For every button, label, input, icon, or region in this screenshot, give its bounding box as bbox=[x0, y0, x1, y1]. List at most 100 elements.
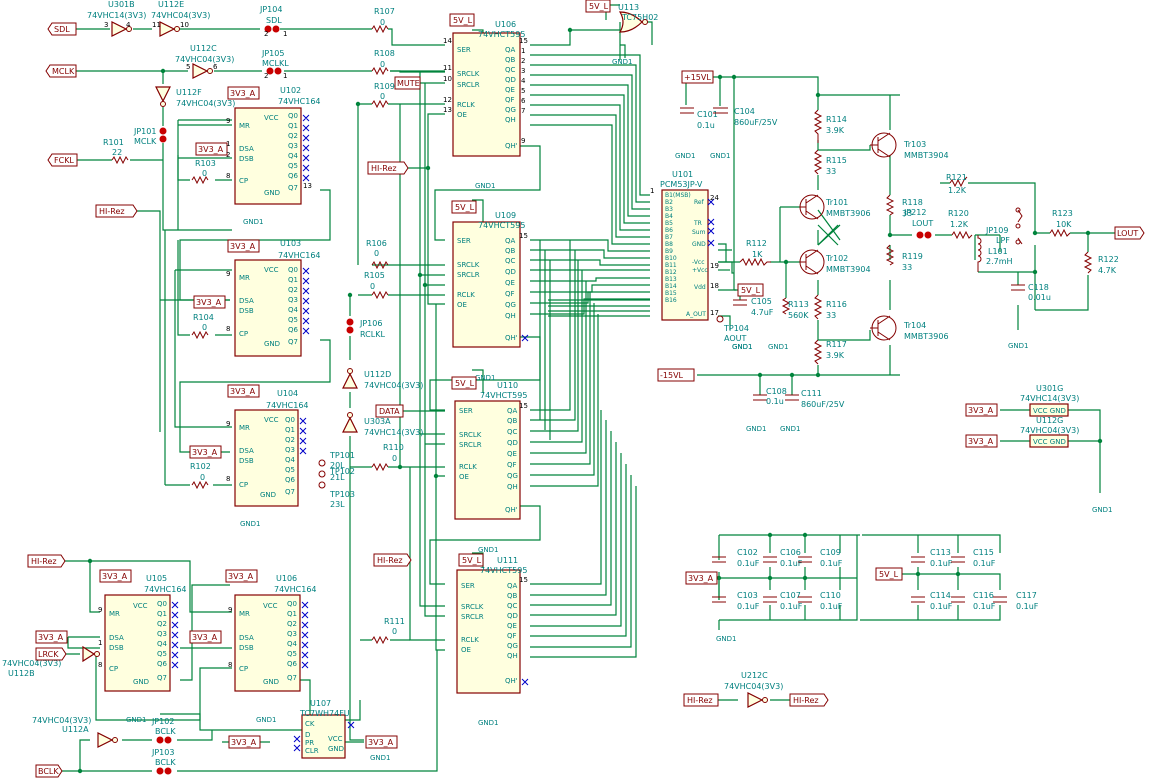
svg-text:Q5: Q5 bbox=[285, 466, 295, 474]
svg-text:VCC: VCC bbox=[264, 266, 279, 274]
svg-text:0.1uF: 0.1uF bbox=[820, 559, 843, 568]
svg-text:3V3_A: 3V3_A bbox=[102, 572, 128, 581]
svg-text:5V_L: 5V_L bbox=[455, 203, 475, 212]
ic-u106: U106 74VHCT595 SER SRCLK SRCLR RCLK OE Q… bbox=[452, 20, 525, 190]
svg-text:0.1uF: 0.1uF bbox=[737, 602, 760, 611]
svg-text:R122: R122 bbox=[1098, 255, 1119, 264]
svg-text:C107: C107 bbox=[780, 591, 801, 600]
svg-text:QH': QH' bbox=[505, 334, 518, 342]
svg-text:10K: 10K bbox=[1056, 220, 1072, 229]
svg-text:GND: GND bbox=[328, 745, 344, 753]
svg-text:20L: 20L bbox=[330, 461, 345, 470]
svg-text:QC: QC bbox=[507, 428, 518, 436]
svg-text:Q3: Q3 bbox=[287, 630, 297, 638]
svg-text:Vdd: Vdd bbox=[694, 284, 706, 291]
svg-text:GND1: GND1 bbox=[243, 218, 264, 226]
svg-text:Q3: Q3 bbox=[285, 446, 295, 454]
svg-text:DSA: DSA bbox=[239, 634, 254, 642]
svg-text:0.1uF: 0.1uF bbox=[930, 559, 953, 568]
svg-text:0.1u: 0.1u bbox=[766, 397, 784, 406]
svg-text:U106: U106 bbox=[495, 20, 516, 29]
svg-text:74VHC04(3V3): 74VHC04(3V3) bbox=[724, 682, 783, 691]
ic-u105: U105 74VHC164 MR DSA DSB CP VCC GND Q0 Q… bbox=[104, 574, 187, 724]
svg-text:Q1: Q1 bbox=[288, 122, 298, 130]
svg-text:9: 9 bbox=[521, 137, 525, 145]
svg-text:15: 15 bbox=[519, 576, 528, 584]
svg-text:9: 9 bbox=[226, 420, 230, 428]
gate-u212c: U212C 74VHC04(3V3) bbox=[724, 671, 783, 708]
svg-text:MCLKL: MCLKL bbox=[262, 59, 289, 68]
svg-text:MMBT3904: MMBT3904 bbox=[826, 265, 871, 274]
svg-text:21L: 21L bbox=[330, 473, 345, 482]
svg-text:GND1: GND1 bbox=[240, 520, 261, 528]
svg-text:C109: C109 bbox=[820, 548, 841, 557]
svg-text:B6: B6 bbox=[665, 227, 673, 234]
svg-text:74VHCT595: 74VHCT595 bbox=[480, 566, 527, 575]
svg-text:74VHC164: 74VHC164 bbox=[144, 585, 187, 594]
svg-text:GND: GND bbox=[264, 340, 280, 348]
svg-text:CK: CK bbox=[305, 720, 315, 728]
svg-text:0: 0 bbox=[380, 18, 385, 27]
svg-text:U113: U113 bbox=[618, 3, 639, 12]
svg-text:1: 1 bbox=[226, 140, 230, 148]
svg-text:74VHC164: 74VHC164 bbox=[278, 97, 321, 106]
svg-text:QA: QA bbox=[507, 582, 518, 590]
svg-text:8: 8 bbox=[226, 172, 230, 180]
svg-text:JP102: JP102 bbox=[151, 717, 174, 726]
svg-text:DSA: DSA bbox=[239, 297, 254, 305]
svg-text:1K: 1K bbox=[752, 250, 763, 259]
svg-text:QH': QH' bbox=[505, 142, 518, 150]
svg-text:AOUT: AOUT bbox=[724, 334, 746, 343]
wires bbox=[58, 4, 1115, 772]
svg-text:C117: C117 bbox=[1016, 591, 1037, 600]
svg-text:8: 8 bbox=[226, 325, 230, 333]
svg-text:Q6: Q6 bbox=[157, 660, 168, 668]
svg-text:Q3: Q3 bbox=[288, 296, 298, 304]
svg-text:0: 0 bbox=[392, 627, 397, 636]
svg-text:D: D bbox=[305, 731, 310, 739]
svg-text:MMBT3906: MMBT3906 bbox=[904, 332, 949, 341]
svg-text:DSA: DSA bbox=[239, 145, 254, 153]
svg-text:74VHCT595: 74VHCT595 bbox=[478, 30, 525, 39]
svg-text:SER: SER bbox=[461, 582, 475, 590]
svg-text:U111: U111 bbox=[497, 556, 518, 565]
svg-text:Tr102: Tr102 bbox=[825, 254, 848, 263]
svg-text:CLR: CLR bbox=[305, 747, 319, 755]
svg-text:C116: C116 bbox=[973, 591, 994, 600]
svg-text:23L: 23L bbox=[330, 500, 345, 509]
svg-text:Q6: Q6 bbox=[288, 326, 299, 334]
svg-text:QE: QE bbox=[505, 86, 515, 94]
svg-text:Q6: Q6 bbox=[287, 660, 298, 668]
svg-text:U301G: U301G bbox=[1036, 384, 1063, 393]
svg-text:B14: B14 bbox=[665, 283, 677, 290]
test-points: TP104 AOUT GND1 TP101 20L TP102 21L TP10… bbox=[318, 315, 753, 509]
svg-text:Q7: Q7 bbox=[288, 184, 298, 192]
svg-text:15: 15 bbox=[519, 37, 528, 45]
svg-text:R116: R116 bbox=[826, 300, 847, 309]
svg-text:B12: B12 bbox=[665, 269, 677, 276]
svg-text:BCLK: BCLK bbox=[155, 758, 176, 767]
svg-text:0.1uF: 0.1uF bbox=[973, 559, 996, 568]
svg-text:1: 1 bbox=[98, 639, 102, 647]
svg-text:C103: C103 bbox=[737, 591, 758, 600]
svg-text:TC7WH74FU: TC7WH74FU bbox=[299, 709, 350, 718]
svg-text:3V3_A: 3V3_A bbox=[368, 738, 394, 747]
svg-text:3V3_A: 3V3_A bbox=[192, 633, 218, 642]
svg-text:Q2: Q2 bbox=[288, 132, 298, 140]
svg-text:QE: QE bbox=[507, 450, 517, 458]
svg-text:Q2: Q2 bbox=[285, 436, 295, 444]
svg-text:OE: OE bbox=[457, 111, 467, 119]
svg-text:5: 5 bbox=[521, 87, 525, 95]
svg-text:11: 11 bbox=[152, 21, 161, 29]
svg-text:MR: MR bbox=[239, 274, 250, 282]
svg-text:R120: R120 bbox=[948, 209, 969, 218]
svg-text:U112C: U112C bbox=[190, 44, 217, 53]
svg-text:Q1: Q1 bbox=[157, 610, 167, 618]
svg-text:QB: QB bbox=[507, 417, 518, 425]
svg-text:74VHC04(3V3): 74VHC04(3V3) bbox=[1020, 426, 1079, 435]
svg-text:Q6: Q6 bbox=[288, 172, 299, 180]
ic-u102: U102 74VHC164 MR DSA DSB CP VCC GND Q0 Q… bbox=[234, 86, 321, 226]
svg-text:Q0: Q0 bbox=[157, 600, 167, 608]
svg-text:DSB: DSB bbox=[109, 644, 124, 652]
